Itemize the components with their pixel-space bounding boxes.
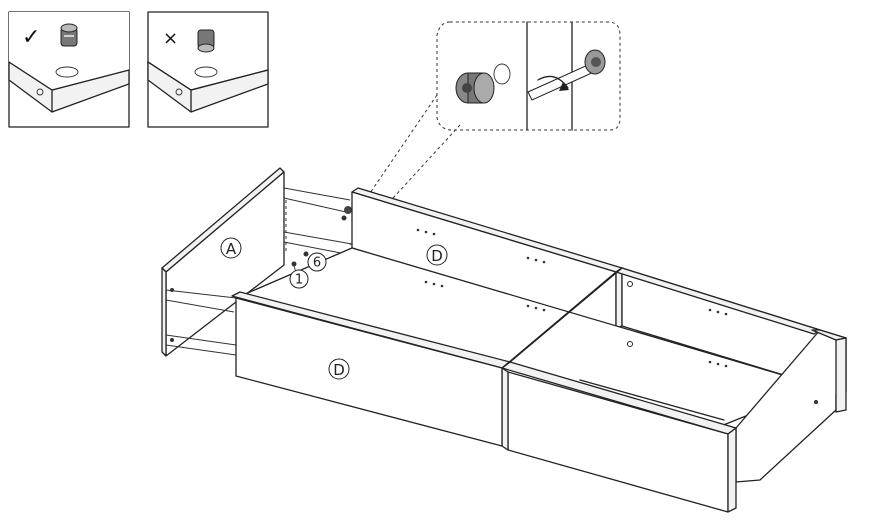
label-cam-bolt: 6 bbox=[307, 252, 327, 272]
correct-orientation-box: ✓ bbox=[8, 11, 130, 128]
right-drawer-front bbox=[501, 361, 737, 513]
cam-lock-icon bbox=[455, 72, 495, 104]
cam-hole bbox=[493, 63, 511, 85]
label-a: A bbox=[220, 237, 242, 259]
checkmark-icon: ✓ bbox=[22, 25, 40, 50]
label-cam-lock: 1 bbox=[289, 269, 309, 289]
side-panel-label: A bbox=[226, 240, 237, 258]
cam-lock-label: 1 bbox=[295, 273, 303, 288]
cam-lock-icon bbox=[197, 29, 215, 53]
drawer-assembly: A D D 1 6 bbox=[161, 167, 847, 513]
cross-icon: × bbox=[163, 28, 178, 49]
side-panel-a bbox=[161, 167, 285, 357]
cam-bolt-label: 6 bbox=[313, 256, 321, 271]
hole-dots bbox=[416, 228, 728, 368]
right-end-panel bbox=[735, 329, 847, 483]
dowel-lines bbox=[165, 187, 353, 356]
label-d-back: D bbox=[426, 244, 448, 266]
cam-lock-icon bbox=[60, 23, 78, 47]
front-panel-label: D bbox=[333, 361, 345, 379]
label-d-front: D bbox=[328, 358, 350, 380]
back-panel-label: D bbox=[431, 247, 443, 265]
incorrect-orientation-box: × bbox=[147, 11, 269, 128]
screwdriver-icon bbox=[527, 49, 606, 101]
